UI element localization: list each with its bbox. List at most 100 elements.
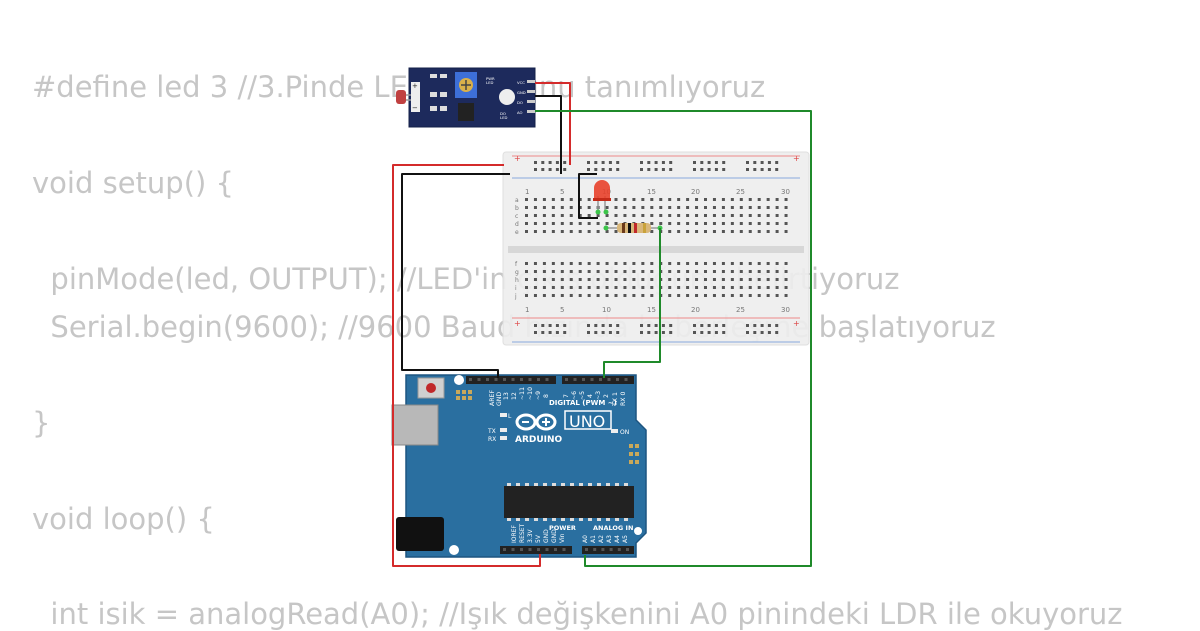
pin-label: 13	[503, 392, 510, 400]
rx-label: RX	[488, 436, 496, 443]
uno-badge	[564, 410, 612, 430]
rail-hole	[616, 161, 620, 164]
breadboard-hole	[641, 294, 645, 297]
breadboard-hole	[712, 262, 716, 265]
pin-label: 8	[543, 394, 550, 398]
header-pin	[582, 378, 585, 381]
header-pin	[511, 548, 515, 551]
icsp-header	[456, 390, 472, 400]
tx-led	[500, 428, 507, 432]
column-number: 15	[647, 188, 656, 196]
row-letter: h	[515, 277, 519, 284]
rail-hole	[714, 331, 718, 334]
usb-port	[391, 404, 439, 446]
breadboard-hole	[757, 214, 761, 217]
breadboard-hole	[525, 230, 528, 233]
red-led[interactable]	[593, 180, 611, 215]
comparator-chip	[458, 103, 474, 121]
arduino-uno-board[interactable]: AREF GND 13 12 ~11 ~10 ~9 8 7 ~6 ~5 4 ~3…	[391, 374, 647, 558]
analog-header	[582, 546, 634, 554]
column-number: 5	[560, 306, 564, 314]
rail-hole	[608, 161, 612, 164]
breadboard-hole	[542, 198, 546, 201]
rail-hole	[775, 161, 779, 164]
breadboard-hole	[730, 278, 734, 281]
power-header	[500, 546, 572, 554]
mounting-hole	[449, 545, 459, 555]
breadboard-hole	[551, 286, 555, 289]
breadboard-hole	[704, 198, 707, 201]
breadboard-hole	[766, 270, 770, 273]
breadboard-hole	[614, 278, 618, 281]
row-letter: c	[515, 213, 518, 220]
breadboard-hole	[686, 206, 690, 209]
rail-hole	[608, 168, 612, 171]
breadboard-hole	[614, 294, 618, 297]
chip-pin	[624, 518, 628, 521]
code-line: int isik = analogRead(A0); //Işık değişk…	[32, 597, 1123, 631]
row-letter: i	[515, 285, 517, 292]
row-letter: b	[515, 205, 519, 212]
breadboard-hole	[730, 222, 734, 225]
breadboard-hole	[766, 198, 770, 201]
breadboard-hole	[784, 230, 788, 233]
arduino-logo-icon	[515, 413, 557, 431]
breadboard-hole	[784, 286, 788, 289]
breadboard-hole	[614, 214, 618, 217]
breadboard-hole	[578, 270, 582, 273]
ldr-sensor-module[interactable]: + − PWR LED DO LED VCC GND DO AO	[396, 67, 536, 128]
resistor[interactable]	[603, 223, 663, 233]
rail-hole	[722, 331, 726, 334]
breadboard-hole	[668, 206, 672, 209]
rail-hole	[760, 161, 764, 164]
breadboard-hole	[757, 278, 761, 281]
breadboard-hole	[542, 286, 546, 289]
rail-hole	[707, 324, 711, 327]
header-pin	[545, 548, 549, 551]
rail-hole	[640, 324, 643, 327]
breadboard-hole	[525, 270, 528, 273]
wire-led-cathode-gnd	[578, 173, 598, 219]
breadboard-hole	[775, 286, 779, 289]
breadboard-hole	[695, 286, 699, 289]
breadboard-hole	[587, 230, 591, 233]
chip-pin	[516, 483, 520, 486]
breadboard-hole	[775, 294, 779, 297]
breadboard-hole	[739, 222, 743, 225]
breadboard-hole	[605, 286, 609, 289]
header-pin	[607, 378, 611, 381]
wire-resistor-to-pin3	[603, 228, 661, 378]
breadboard-hole	[542, 222, 546, 225]
rail-hole	[587, 324, 590, 327]
column-number: 1	[525, 306, 529, 314]
reset-button-cap	[426, 383, 436, 393]
rail-hole	[534, 168, 537, 171]
breadboard-hole	[677, 230, 681, 233]
breadboard-hole	[704, 230, 707, 233]
breadboard-hole	[560, 294, 564, 297]
row-letter: d	[515, 221, 519, 228]
breadboard-hole	[775, 230, 779, 233]
breadboard-hole	[730, 230, 734, 233]
column-number: 5	[560, 188, 564, 196]
breadboard-hole	[757, 198, 761, 201]
digital-label: DIGITAL (PWM ~)	[549, 399, 617, 407]
breadboard: + + + + 1 5 10 15 20 25 30 1 5 10 15 20 …	[502, 151, 810, 346]
wire-ldr-vcc	[535, 82, 571, 165]
breadboard-hole	[748, 262, 752, 265]
chip-pin	[534, 483, 538, 486]
module-pin-label: AO	[517, 110, 523, 115]
breadboard-hole	[551, 262, 555, 265]
rail-hole	[767, 324, 771, 327]
breadboard-hole	[533, 222, 537, 225]
breadboard-hole	[704, 278, 707, 281]
code-line: void loop() {	[32, 502, 215, 536]
rail-hole	[714, 324, 718, 327]
digital-pin-labels: AREF GND 13 12 ~11 ~10 ~9 8 7 ~6 ~5 4 ~3…	[489, 387, 627, 407]
breadboard-hole	[525, 286, 528, 289]
breadboard-hole	[614, 198, 618, 201]
module-led-label: LED	[486, 80, 494, 85]
breadboard-hole	[712, 270, 716, 273]
pin-label: ~10	[527, 387, 534, 400]
breadboard-hole	[641, 270, 645, 273]
